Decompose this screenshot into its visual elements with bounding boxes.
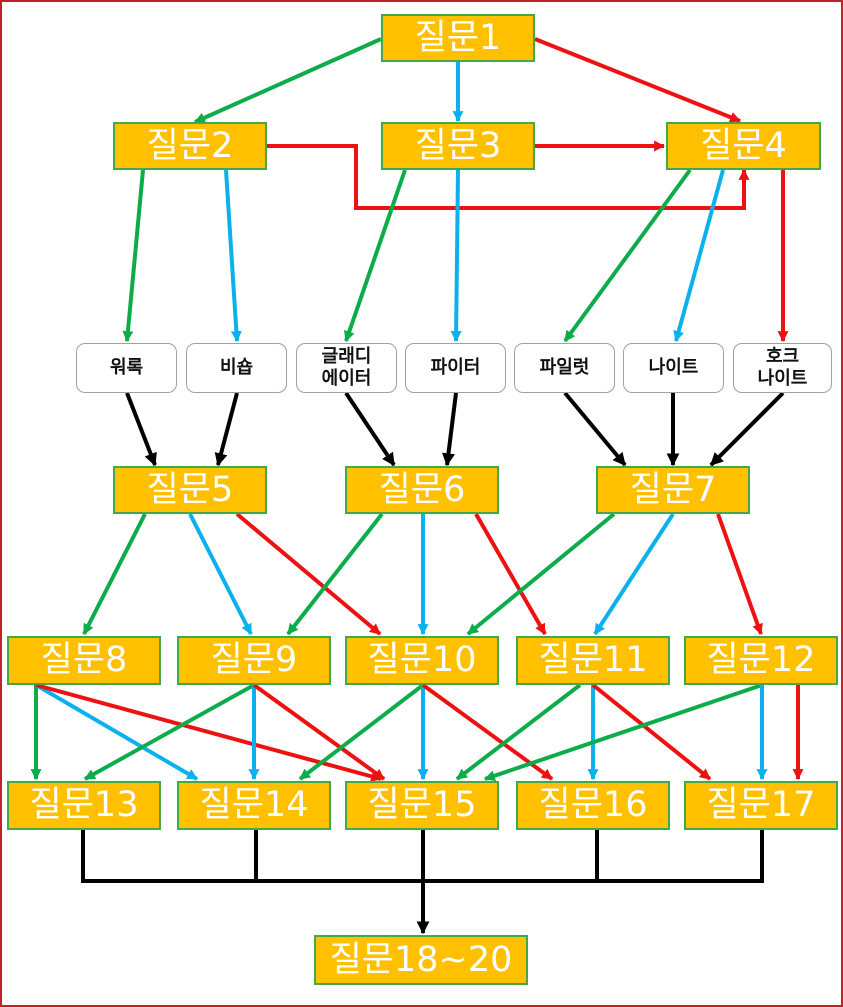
edge-q4-knight (673, 169, 725, 343)
edge-q9-q13 (84, 683, 255, 781)
class-knight-node: 나이트 (623, 343, 724, 393)
question-8-node: 질문8 (7, 636, 161, 685)
edge-q5-q9 (188, 513, 253, 635)
question-5-node: 질문5 (113, 466, 267, 514)
question-16-node: 질문16 (516, 781, 670, 830)
class-gladiator-node: 글래디 에이터 (296, 343, 397, 393)
question-2-node: 질문2 (113, 122, 267, 170)
edge-gladiator-q6 (344, 391, 396, 467)
question-3-node: 질문3 (381, 122, 535, 170)
edge-q6-q9 (286, 512, 384, 636)
class-hawk-knight-node: 호크 나이트 (733, 343, 832, 393)
question-7-node: 질문7 (596, 466, 750, 514)
question-11-node: 질문11 (516, 636, 670, 685)
edge-q8-q14 (34, 683, 199, 781)
question-14-node: 질문14 (177, 781, 331, 830)
edge-q11-q15 (455, 683, 582, 781)
class-pilot-node: 파일럿 (514, 343, 615, 393)
question-9-node: 질문9 (177, 636, 331, 685)
question-1-node: 질문1 (381, 14, 535, 62)
question-15-node: 질문15 (345, 781, 499, 830)
edge-pilot-q7 (563, 391, 627, 467)
edge-q2-warlock (122, 169, 145, 343)
edge-q3-fighter (450, 169, 462, 343)
edge-q2-q4 (267, 144, 750, 210)
edge-q12-q15 (483, 683, 763, 782)
class-bishop-node: 비숍 (186, 343, 287, 393)
question-17-node: 질문17 (684, 781, 838, 830)
question-4-node: 질문4 (666, 122, 821, 170)
edge-bishop-q5 (214, 392, 239, 467)
question-13-node: 질문13 (7, 781, 161, 830)
question-18-20-node: 질문18~20 (314, 935, 528, 985)
question-12-node: 질문12 (684, 636, 838, 685)
edge-q9-q15 (252, 683, 386, 781)
edge-q5-q10 (235, 512, 382, 636)
edge-q8-q15 (35, 683, 383, 782)
edge-q2-bishop (224, 169, 242, 343)
edge-q7-q11 (593, 512, 675, 636)
edge-q11-q17 (591, 683, 712, 781)
edge-q10-q14 (298, 683, 425, 781)
edge-hawk-knight-q7 (709, 391, 785, 467)
edge-q1-q2 (193, 37, 382, 124)
edge-warlock-q5 (125, 392, 157, 467)
edge-q5-q8 (82, 513, 147, 635)
class-warlock-node: 워록 (76, 343, 177, 393)
edge-q7-q12 (716, 513, 763, 636)
edge-q7-q10 (466, 512, 616, 636)
edge-q3-gladiator (344, 169, 407, 343)
edge-q1-q4 (534, 37, 742, 123)
question-10-node: 질문10 (345, 636, 499, 685)
class-fighter-node: 파이터 (405, 343, 506, 393)
edge-fighter-q6 (442, 392, 458, 467)
question-6-node: 질문6 (345, 466, 499, 514)
edge-q4-pilot (563, 168, 692, 343)
edge-q6-q11 (474, 513, 547, 635)
